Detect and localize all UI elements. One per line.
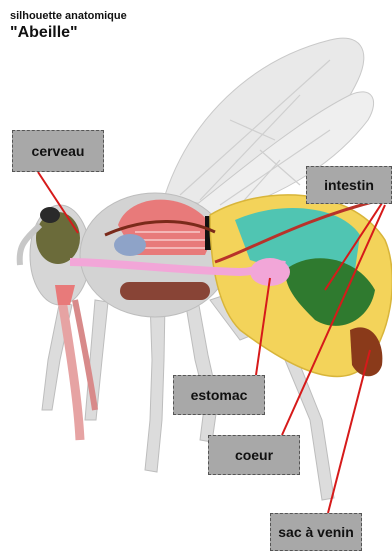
- label-cerveau: cerveau: [12, 130, 104, 172]
- thorax: [80, 193, 230, 317]
- label-intestin: intestin: [306, 166, 392, 204]
- label-coeur: coeur: [208, 435, 300, 475]
- abdomen: [210, 195, 392, 377]
- label-sac-a-venin: sac à venin: [270, 513, 362, 551]
- diagram-subtitle: silhouette anatomique: [10, 10, 127, 22]
- diagram-title: "Abeille": [10, 24, 78, 42]
- label-estomac: estomac: [173, 375, 265, 415]
